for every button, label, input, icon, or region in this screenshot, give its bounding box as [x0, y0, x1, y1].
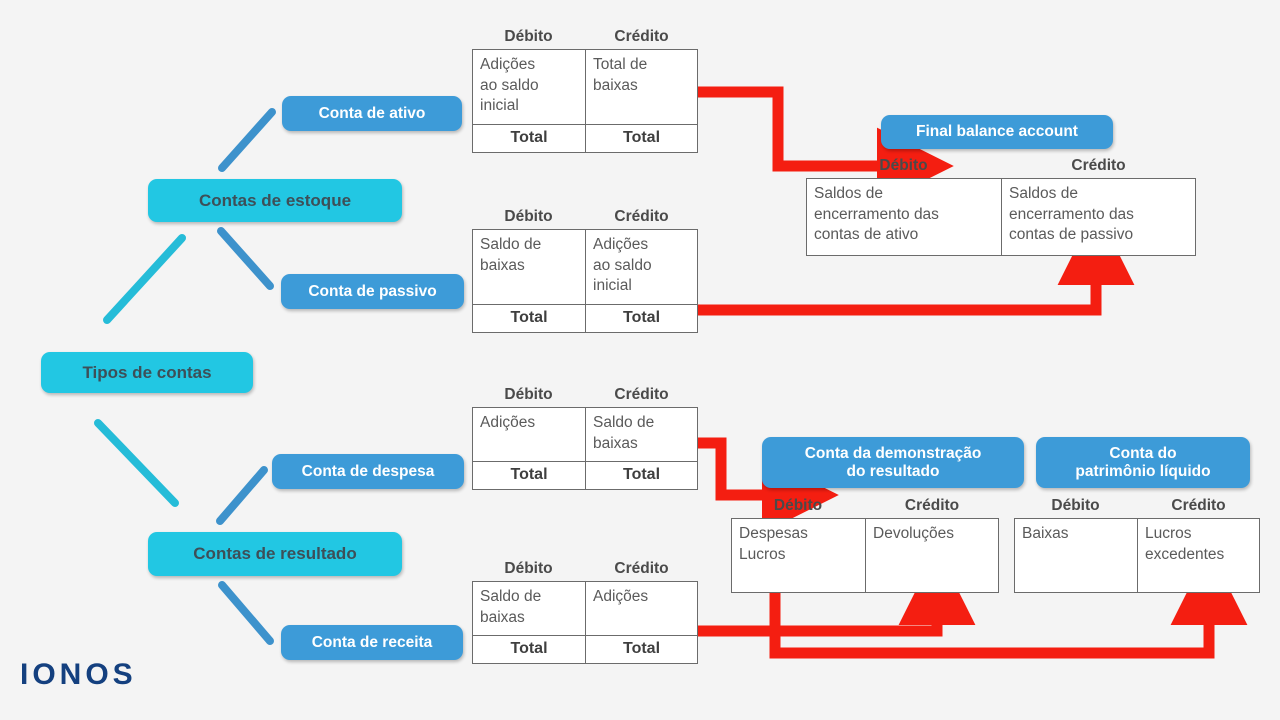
credit-entry: Adições ao saldo inicial: [593, 236, 652, 295]
debit-entry: Adições: [480, 414, 536, 431]
debit-column: Adições ao saldo inicial Total: [473, 50, 585, 152]
node-conta-da-demonstracao-do-resultado[interactable]: Conta da demonstração do resultado: [762, 437, 1024, 488]
debit-entry: Saldo de baixas: [480, 588, 542, 626]
column-header-debit: Débito: [504, 208, 553, 225]
debit-column: Saldo de baixas Total: [473, 230, 585, 332]
credit-entry: Lucros excedentes: [1145, 525, 1225, 563]
table-header-row: Débito Crédito: [731, 497, 999, 518]
table-header-row: Débito Crédito: [472, 28, 698, 49]
table-grid: Baixas Lucros excedentes: [1014, 518, 1260, 593]
column-header-debit: Débito: [879, 157, 928, 174]
table-conta-de-passivo: Débito Crédito Saldo de baixas Total Adi…: [472, 208, 698, 333]
column-header-credit: Crédito: [614, 386, 669, 403]
credit-column: Lucros excedentes: [1137, 519, 1259, 592]
debit-column: Despesas Lucros: [732, 519, 865, 592]
table-conta-de-receita: Débito Crédito Saldo de baixas Total Adi…: [472, 560, 698, 664]
column-header-credit: Crédito: [904, 497, 960, 514]
debit-column: Saldo de baixas Total: [473, 582, 585, 663]
table-grid: Saldos de encerramento das contas de ati…: [806, 178, 1196, 256]
table-grid: Saldo de baixas Total Adições Total: [472, 581, 698, 664]
table-grid: Adições Total Saldo de baixas Total: [472, 407, 698, 490]
debit-total: Total: [473, 304, 585, 332]
debit-column: Adições Total: [473, 408, 585, 489]
node-contas-de-estoque[interactable]: Contas de estoque: [148, 179, 402, 222]
debit-entry: Adições ao saldo inicial: [480, 56, 539, 115]
credit-total: Total: [586, 461, 697, 489]
column-header-credit: Crédito: [614, 28, 669, 45]
debit-total: Total: [473, 124, 585, 152]
credit-entry: Saldo de baixas: [593, 414, 655, 452]
node-contas-de-resultado[interactable]: Contas de resultado: [148, 532, 402, 576]
column-header-credit: Crédito: [1171, 497, 1226, 514]
column-header-debit: Débito: [773, 497, 823, 514]
credit-total: Total: [586, 124, 697, 152]
table-header-row: Débito Crédito: [472, 386, 698, 407]
table-final-balance-account: Débito Crédito Saldos de encerramento da…: [806, 157, 1196, 256]
link-estoque-to-ativo: [218, 108, 276, 172]
column-header-debit: Débito: [504, 386, 553, 403]
table-header-row: Débito Crédito: [1014, 497, 1260, 518]
node-final-balance-account[interactable]: Final balance account: [881, 115, 1113, 149]
credit-column: Adições Total: [585, 582, 697, 663]
node-conta-de-receita[interactable]: Conta de receita: [281, 625, 463, 660]
node-tipos-de-contas[interactable]: Tipos de contas: [41, 352, 253, 393]
debit-total: Total: [473, 461, 585, 489]
table-conta-da-demonstracao-do-resultado: Débito Crédito Despesas Lucros Devoluçõe…: [731, 497, 999, 593]
link-resultado-to-receita: [218, 581, 274, 645]
table-grid: Saldo de baixas Total Adições ao saldo i…: [472, 229, 698, 333]
debit-total: Total: [473, 635, 585, 663]
debit-column: Baixas: [1015, 519, 1137, 592]
credit-entry: Total de baixas: [593, 56, 648, 94]
table-header-row: Débito Crédito: [806, 157, 1196, 178]
debit-entry: Baixas: [1022, 525, 1069, 542]
table-header-row: Débito Crédito: [472, 208, 698, 229]
table-header-row: Débito Crédito: [472, 560, 698, 581]
table-conta-do-patrimonio-liquido: Débito Crédito Baixas Lucros excedentes: [1014, 497, 1260, 593]
node-conta-de-passivo[interactable]: Conta de passivo: [281, 274, 464, 309]
table-grid: Adições ao saldo inicial Total Total de …: [472, 49, 698, 153]
link-root-to-estoque: [103, 234, 186, 324]
credit-column: Total de baixas Total: [585, 50, 697, 152]
link-resultado-to-despesa: [216, 466, 268, 525]
credit-entry: Devoluções: [873, 525, 954, 542]
credit-total: Total: [586, 635, 697, 663]
column-header-debit: Débito: [1051, 497, 1100, 514]
link-root-to-resultado: [94, 419, 179, 507]
ionos-logo: IONOS: [20, 658, 137, 691]
column-header-debit: Débito: [504, 28, 553, 45]
node-conta-de-ativo[interactable]: Conta de ativo: [282, 96, 462, 131]
column-header-credit: Crédito: [614, 560, 669, 577]
credit-column: Saldo de baixas Total: [585, 408, 697, 489]
table-conta-de-despesa: Débito Crédito Adições Total Saldo de ba…: [472, 386, 698, 490]
debit-column: Saldos de encerramento das contas de ati…: [807, 179, 1001, 255]
credit-entry: Saldos de encerramento das contas de pas…: [1009, 185, 1134, 244]
node-conta-de-despesa[interactable]: Conta de despesa: [272, 454, 464, 489]
debit-entry: Despesas Lucros: [739, 525, 808, 563]
node-conta-do-patrimonio-liquido[interactable]: Conta do patrimônio líquido: [1036, 437, 1250, 488]
debit-entry: Saldos de encerramento das contas de ati…: [814, 185, 939, 244]
debit-entry: Saldo de baixas: [480, 236, 542, 274]
link-estoque-to-passivo: [217, 227, 274, 290]
table-grid: Despesas Lucros Devoluções: [731, 518, 999, 593]
credit-entry: Adições: [593, 588, 649, 605]
credit-column: Adições ao saldo inicial Total: [585, 230, 697, 332]
credit-column: Devoluções: [865, 519, 998, 592]
credit-total: Total: [586, 304, 697, 332]
column-header-credit: Crédito: [614, 208, 669, 225]
table-conta-de-ativo: Débito Crédito Adições ao saldo inicial …: [472, 28, 698, 153]
column-header-debit: Débito: [504, 560, 553, 577]
column-header-credit: Crédito: [1071, 157, 1126, 174]
credit-column: Saldos de encerramento das contas de pas…: [1001, 179, 1195, 255]
